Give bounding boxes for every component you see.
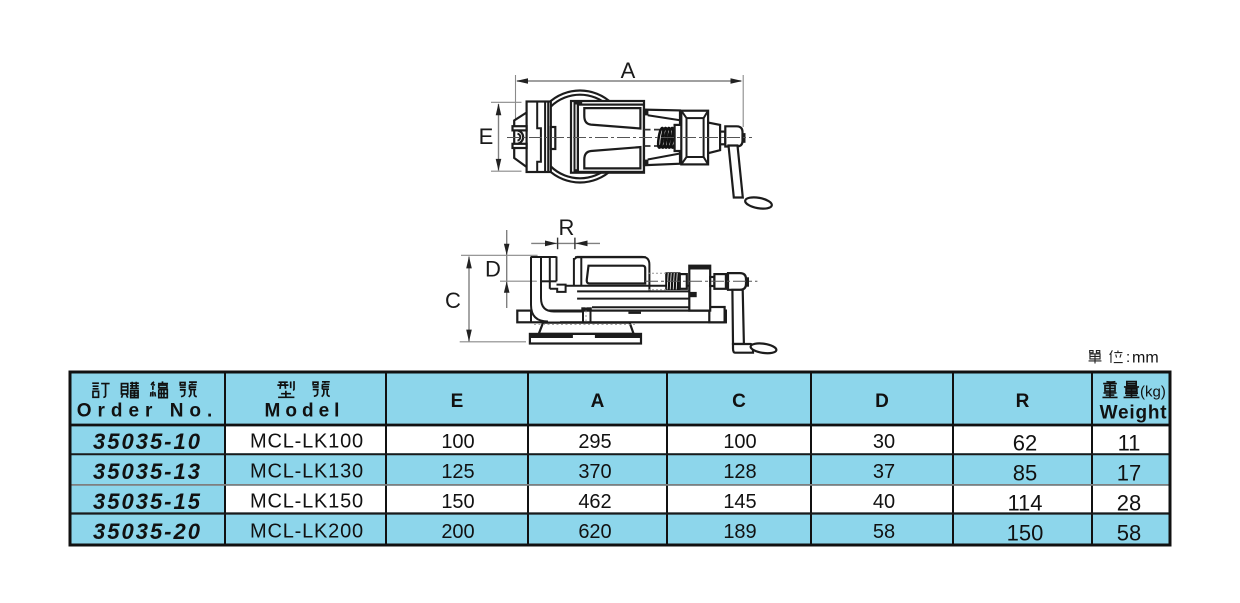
svg-text:MCL-LK200: MCL-LK200 <box>250 521 364 543</box>
svg-text:A: A <box>621 58 636 83</box>
svg-text:620: 620 <box>578 521 611 543</box>
svg-text:37: 37 <box>873 461 895 483</box>
svg-text:62: 62 <box>1013 431 1037 456</box>
svg-text:17: 17 <box>1117 461 1141 486</box>
svg-text:462: 462 <box>578 491 611 513</box>
svg-text:R: R <box>1016 391 1030 412</box>
svg-text:189: 189 <box>723 521 756 543</box>
svg-text::: : <box>1126 349 1130 366</box>
svg-text:35035-13: 35035-13 <box>93 459 202 484</box>
svg-text:R: R <box>559 215 575 240</box>
svg-text:295: 295 <box>578 431 611 453</box>
svg-text:Model: Model <box>265 401 345 422</box>
svg-text:150: 150 <box>441 491 474 513</box>
svg-text:E: E <box>451 391 464 412</box>
svg-text:35035-15: 35035-15 <box>93 489 202 514</box>
svg-text:MCL-LK100: MCL-LK100 <box>250 431 364 453</box>
svg-text:C: C <box>445 288 461 313</box>
svg-text:200: 200 <box>441 521 474 543</box>
svg-text:D: D <box>485 257 501 282</box>
svg-text:(kg): (kg) <box>1140 384 1166 401</box>
svg-text:35035-20: 35035-20 <box>93 519 202 544</box>
svg-text:100: 100 <box>441 431 474 453</box>
svg-text:145: 145 <box>723 491 756 513</box>
svg-text:A: A <box>591 391 605 412</box>
svg-text:370: 370 <box>578 461 611 483</box>
svg-text:128: 128 <box>723 461 756 483</box>
svg-text:125: 125 <box>441 461 474 483</box>
svg-text:85: 85 <box>1013 461 1037 486</box>
svg-text:28: 28 <box>1117 491 1141 516</box>
svg-text:100: 100 <box>723 431 756 453</box>
svg-text:11: 11 <box>1118 431 1141 456</box>
svg-text:114: 114 <box>1007 491 1042 516</box>
svg-text:40: 40 <box>873 491 895 513</box>
svg-text:Weight: Weight <box>1100 403 1168 424</box>
svg-text:MCL-LK150: MCL-LK150 <box>250 491 364 513</box>
svg-text:Order No.: Order No. <box>77 401 219 422</box>
svg-text:mm: mm <box>1132 350 1159 367</box>
svg-text:58: 58 <box>1117 521 1141 546</box>
svg-text:C: C <box>732 391 746 412</box>
svg-text:D: D <box>875 391 889 412</box>
svg-text:35035-10: 35035-10 <box>93 429 202 454</box>
svg-text:MCL-LK130: MCL-LK130 <box>250 461 364 483</box>
svg-text:58: 58 <box>873 521 895 543</box>
svg-text:150: 150 <box>1007 521 1044 546</box>
svg-text:30: 30 <box>873 431 895 453</box>
svg-text:E: E <box>479 124 494 149</box>
